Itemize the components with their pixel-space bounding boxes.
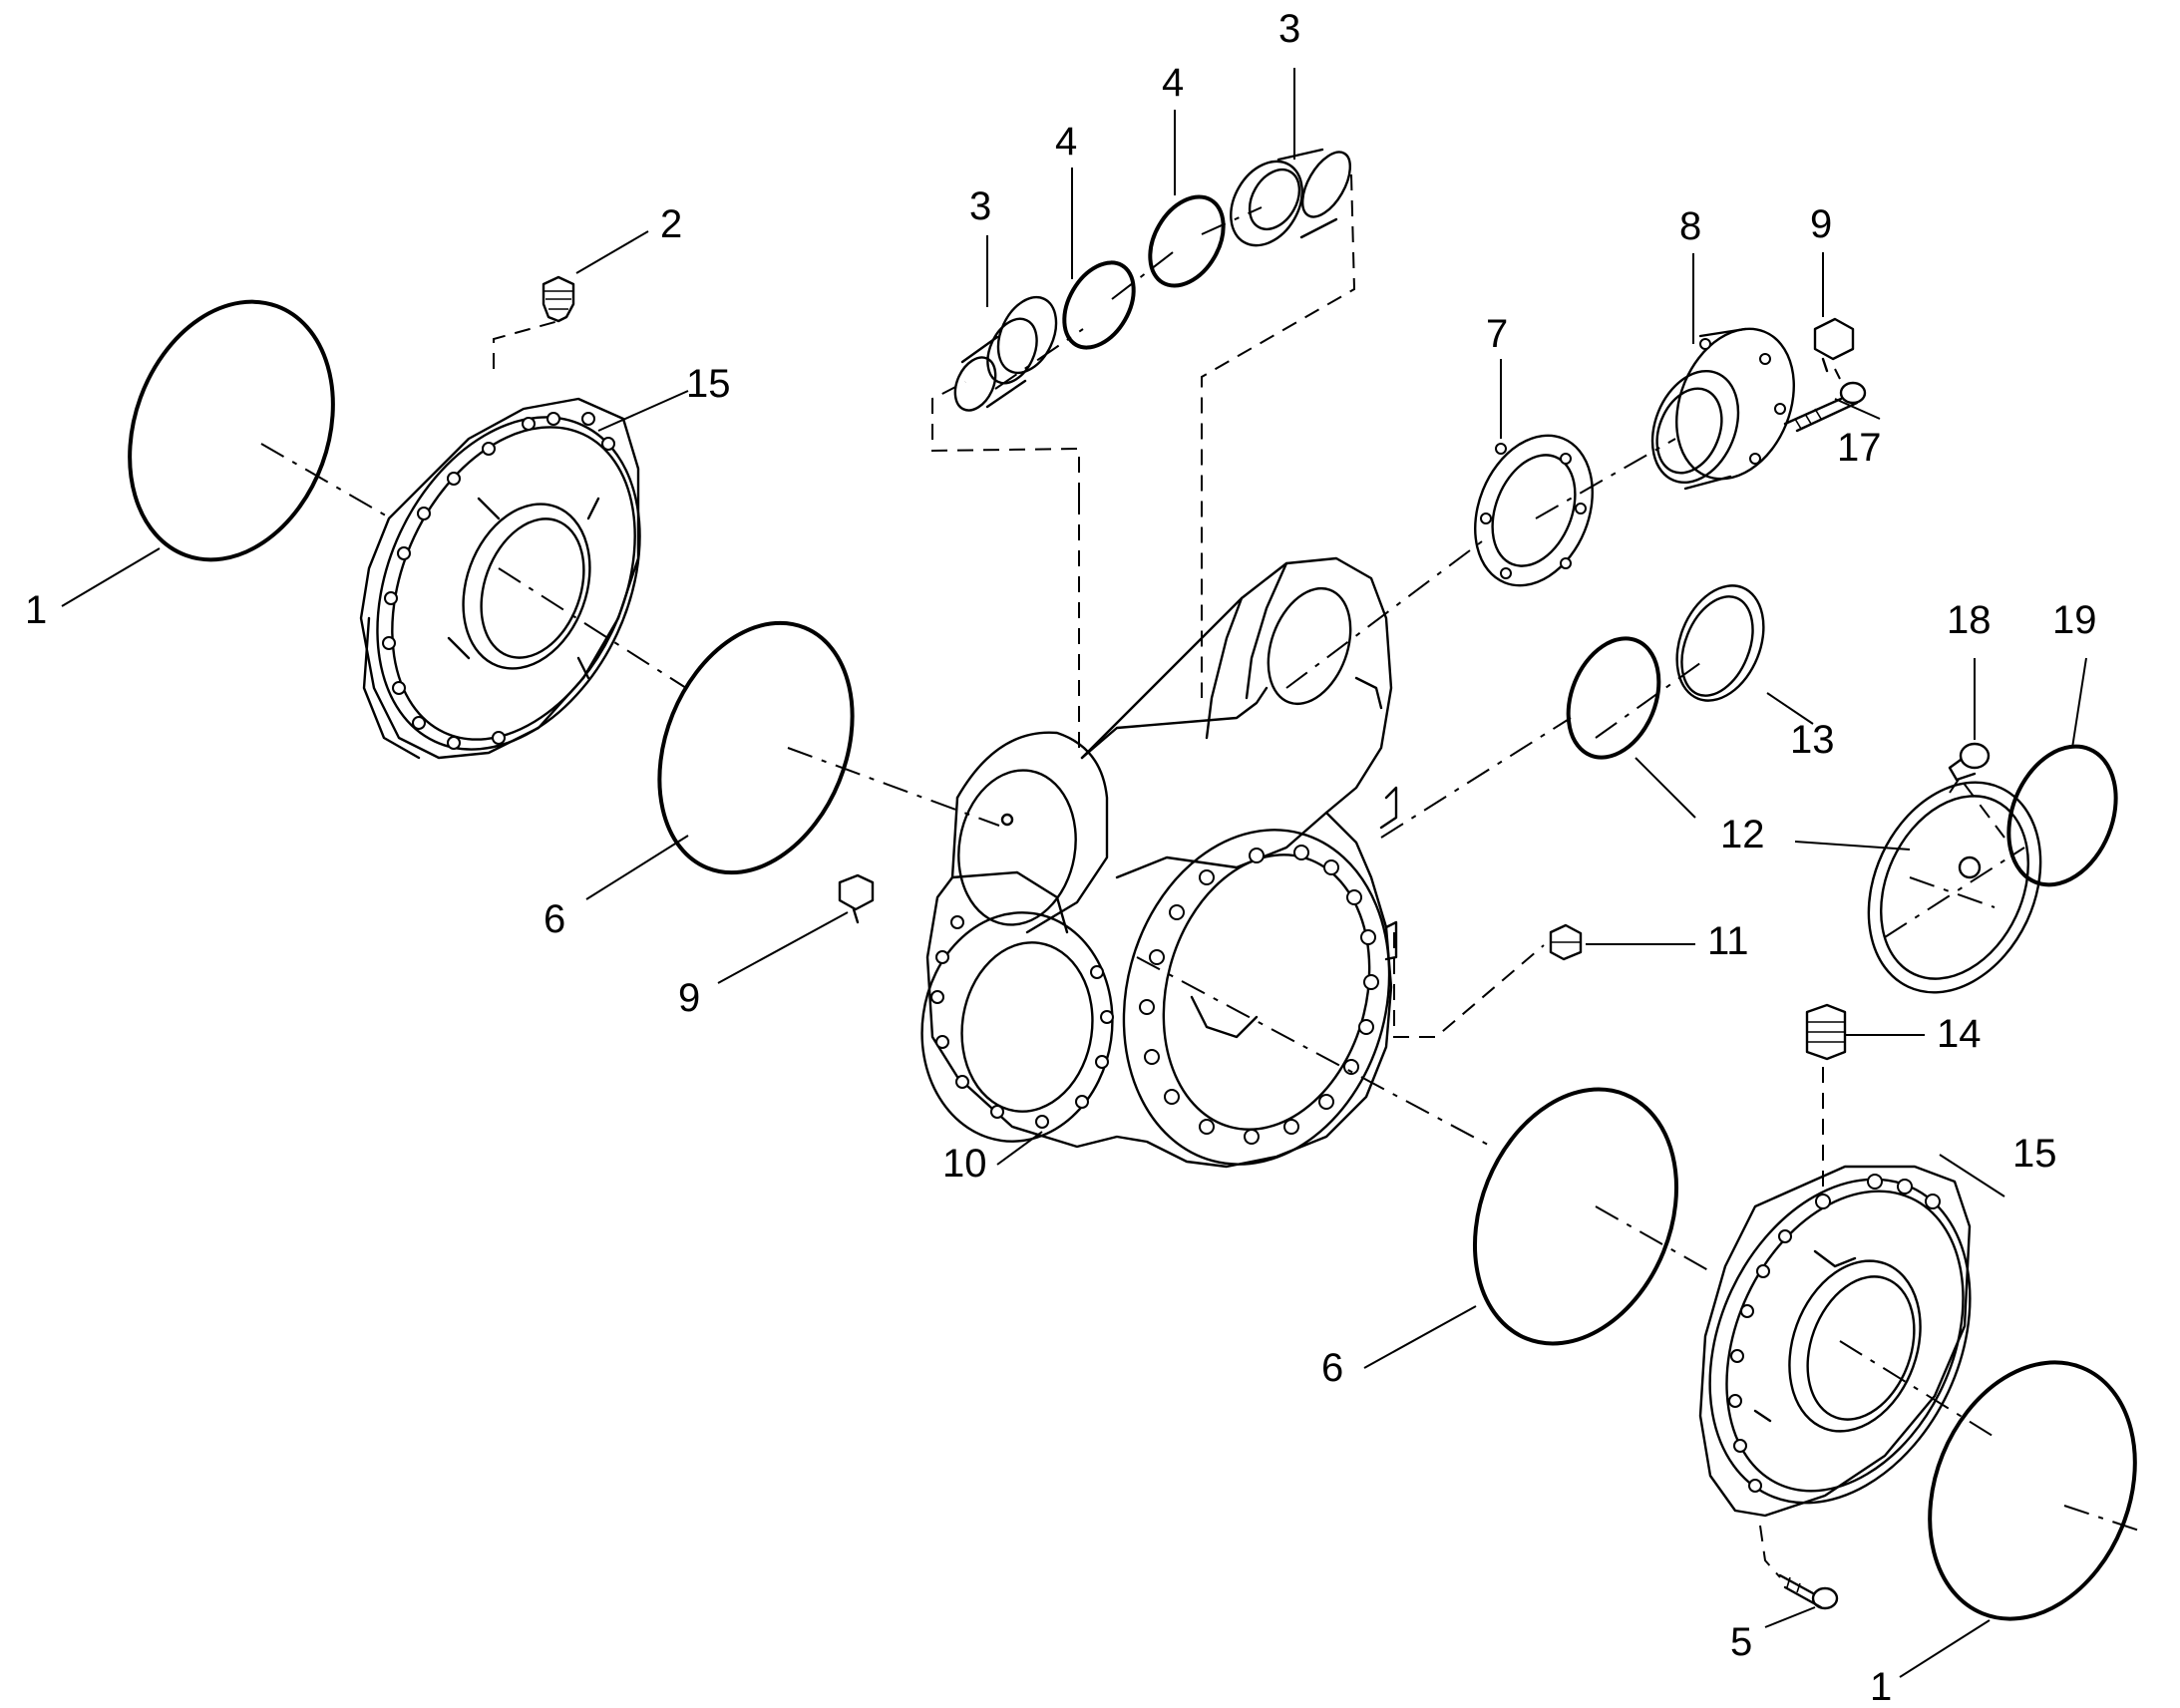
plug-14[interactable] bbox=[1805, 1003, 1847, 1061]
callout-3: 3 bbox=[969, 184, 991, 228]
snap-ring-12[interactable] bbox=[1552, 625, 1675, 771]
callout-5: 5 bbox=[1730, 1620, 1752, 1664]
callout-18: 18 bbox=[1947, 598, 1992, 642]
left-flange-holes bbox=[930, 915, 1114, 1129]
callout-8: 8 bbox=[1679, 204, 1701, 248]
left-cover-part-15[interactable] bbox=[326, 375, 690, 793]
grease-fitting-9-lower[interactable] bbox=[838, 873, 875, 924]
o-ring-1-upper-left[interactable] bbox=[95, 273, 367, 588]
callout-9: 9 bbox=[678, 976, 700, 1020]
right-flange-holes bbox=[1139, 845, 1379, 1145]
ring-19[interactable] bbox=[1990, 731, 2136, 901]
seal-ring-4-upper[interactable] bbox=[1135, 183, 1238, 298]
callout-6: 6 bbox=[1321, 1346, 1343, 1390]
left-cover-bolt-holes bbox=[382, 412, 615, 750]
o-ring-6-left[interactable] bbox=[624, 594, 888, 901]
grease-fitting-9-upper[interactable] bbox=[1813, 317, 1855, 373]
callout-14: 14 bbox=[1937, 1012, 1982, 1056]
circlip-13[interactable] bbox=[1660, 572, 1779, 713]
plug-11[interactable] bbox=[1549, 923, 1583, 961]
bushing-3-lower[interactable] bbox=[947, 288, 1068, 417]
callout-3: 3 bbox=[1278, 7, 1300, 51]
cap-12-lower[interactable] bbox=[1836, 754, 2073, 1020]
center-housing-part-10[interactable] bbox=[908, 556, 1426, 1195]
callout-12: 12 bbox=[1720, 813, 1765, 856]
callout-9: 9 bbox=[1810, 202, 1832, 246]
o-ring-6-right[interactable] bbox=[1438, 1059, 1712, 1374]
seal-ring-4-lower[interactable] bbox=[1050, 250, 1148, 360]
callout-15: 15 bbox=[2012, 1132, 2057, 1176]
callout-13: 13 bbox=[1790, 718, 1835, 762]
bolt-17[interactable] bbox=[1783, 381, 1867, 433]
callout-labels: 1 1 2 3 3 4 4 5 6 6 7 8 9 9 10 11 12 13 … bbox=[25, 7, 2097, 1708]
callout-2: 2 bbox=[660, 202, 682, 246]
callout-4: 4 bbox=[1162, 61, 1184, 105]
callout-4: 4 bbox=[1055, 120, 1077, 164]
callout-17: 17 bbox=[1837, 426, 1882, 470]
callout-1: 1 bbox=[1870, 1665, 1892, 1708]
callout-11: 11 bbox=[1707, 919, 1749, 963]
right-cover-bolt-holes bbox=[1728, 1174, 1941, 1493]
screw-5[interactable] bbox=[1778, 1573, 1839, 1610]
right-cover-part-15[interactable] bbox=[1659, 1137, 2019, 1545]
callout-7: 7 bbox=[1486, 312, 1508, 356]
bushing-3-upper[interactable] bbox=[1217, 145, 1360, 258]
plate-7[interactable] bbox=[1454, 418, 1614, 603]
callout-15: 15 bbox=[686, 362, 731, 406]
plug-18[interactable] bbox=[1948, 742, 1991, 782]
callout-6: 6 bbox=[544, 897, 565, 941]
callout-10: 10 bbox=[942, 1142, 987, 1186]
callout-1: 1 bbox=[25, 588, 47, 632]
assembly-centerlines bbox=[260, 173, 2140, 1578]
breather-plug-2[interactable] bbox=[542, 275, 575, 323]
o-ring-1-lower-right[interactable] bbox=[1893, 1331, 2172, 1649]
callout-19: 19 bbox=[2052, 598, 2097, 642]
callout-leaders bbox=[61, 68, 2087, 1678]
flange-8[interactable] bbox=[1636, 311, 1815, 497]
